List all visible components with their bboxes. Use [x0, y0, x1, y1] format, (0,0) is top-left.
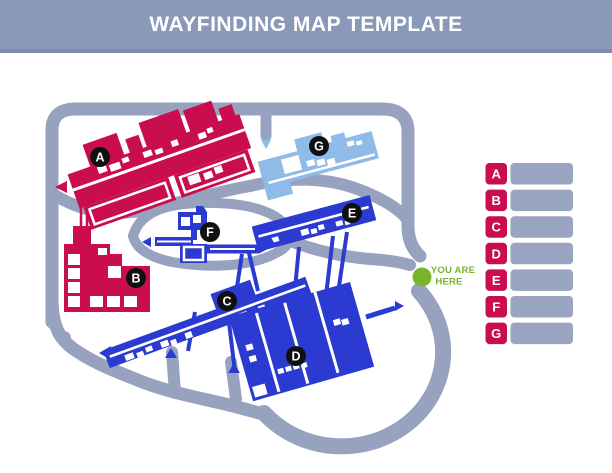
building-marker-f: F [200, 222, 220, 242]
legend-letter-e: E [492, 273, 501, 288]
legend-letter-d: D [492, 246, 501, 261]
legend-row-d: D [485, 242, 573, 265]
you-are-here-line1: YOU ARE [431, 265, 475, 276]
marker-b-label: B [131, 271, 140, 285]
building-e-detail [258, 205, 369, 243]
entrance-arrow-blue-c-icon [99, 346, 111, 359]
legend-row-a: A [485, 163, 573, 185]
legend-letter-g: G [491, 326, 501, 341]
building-marker-b: B [126, 268, 146, 288]
building-marker-g: G [309, 136, 329, 156]
building-marker-d: D [286, 346, 306, 366]
legend-row-b: B [485, 189, 573, 212]
marker-d-label: D [291, 349, 300, 363]
legend-key-c [485, 216, 507, 238]
legend-letter-b: B [492, 193, 501, 208]
building-marker-c: C [217, 291, 237, 311]
building-markers: A B C D E F G [90, 136, 362, 366]
building-marker-e: E [342, 203, 362, 223]
wayfinding-map-svg: A B C D E F G [45, 100, 573, 455]
legend-key-b [485, 189, 507, 212]
road-right-middle [282, 234, 416, 271]
legend-value-bar-b [510, 189, 573, 212]
building-g-detail [268, 140, 376, 185]
legend-value-bar-a [510, 163, 573, 185]
entrance-arrow-blue-d-icon [395, 301, 404, 311]
legend-row-e: E [485, 269, 573, 291]
legend: A B C D E [485, 163, 573, 345]
legend-key-e [485, 269, 507, 291]
legend-letter-c: C [492, 220, 502, 235]
building-f-detail [157, 215, 255, 262]
road-outer-ring [45, 102, 427, 329]
marker-a-label: A [95, 150, 104, 164]
building-f [142, 206, 276, 263]
road-stub-bottom-1 [166, 346, 181, 399]
road-loop [256, 283, 452, 455]
you-are-here-line2: HERE [435, 277, 462, 288]
building-d [228, 281, 404, 402]
building-marker-a: A [90, 147, 110, 167]
legend-value-bar-d [510, 242, 573, 265]
legend-letter-f: F [492, 300, 500, 315]
entrance-arrow-blue-f-icon [142, 237, 151, 247]
legend-value-bar-c [510, 216, 573, 238]
road-bump [57, 331, 71, 345]
marker-f-label: F [206, 225, 214, 239]
legend-row-g: G [485, 322, 573, 345]
legend-value-bar-g [510, 322, 573, 345]
legend-letter-a: A [492, 167, 502, 182]
entrance-arrow-lightblue-icon [261, 140, 271, 149]
marker-e-label: E [348, 206, 356, 220]
building-b-detail [68, 248, 137, 307]
marker-c-label: C [222, 294, 231, 308]
you-are-here: YOU ARE HERE [412, 265, 475, 288]
entrance-arrow-blue-up2-icon [228, 363, 240, 373]
building-a-detail [72, 126, 246, 192]
legend-key-d [485, 242, 507, 265]
legend-key-f [485, 296, 507, 318]
building-g [257, 131, 379, 201]
building-b [64, 226, 150, 312]
legend-value-bar-e [510, 269, 573, 291]
entrance-arrow-crimson-icon [55, 181, 67, 193]
legend-key-a [485, 163, 507, 185]
map-canvas: A B C D E F G [0, 53, 612, 473]
page-title: WAYFINDING MAP TEMPLATE [149, 12, 463, 36]
legend-row-c: C [485, 216, 573, 238]
legend-row-f: F [485, 296, 573, 318]
entrance-arrow-blue-up1-icon [165, 348, 177, 358]
header-bar: WAYFINDING MAP TEMPLATE [0, 0, 612, 53]
legend-key-g [485, 322, 507, 345]
you-are-here-dot-icon [412, 267, 432, 287]
building-d-detail [245, 291, 350, 398]
legend-value-bar-f [510, 296, 573, 318]
marker-g-label: G [314, 139, 324, 153]
